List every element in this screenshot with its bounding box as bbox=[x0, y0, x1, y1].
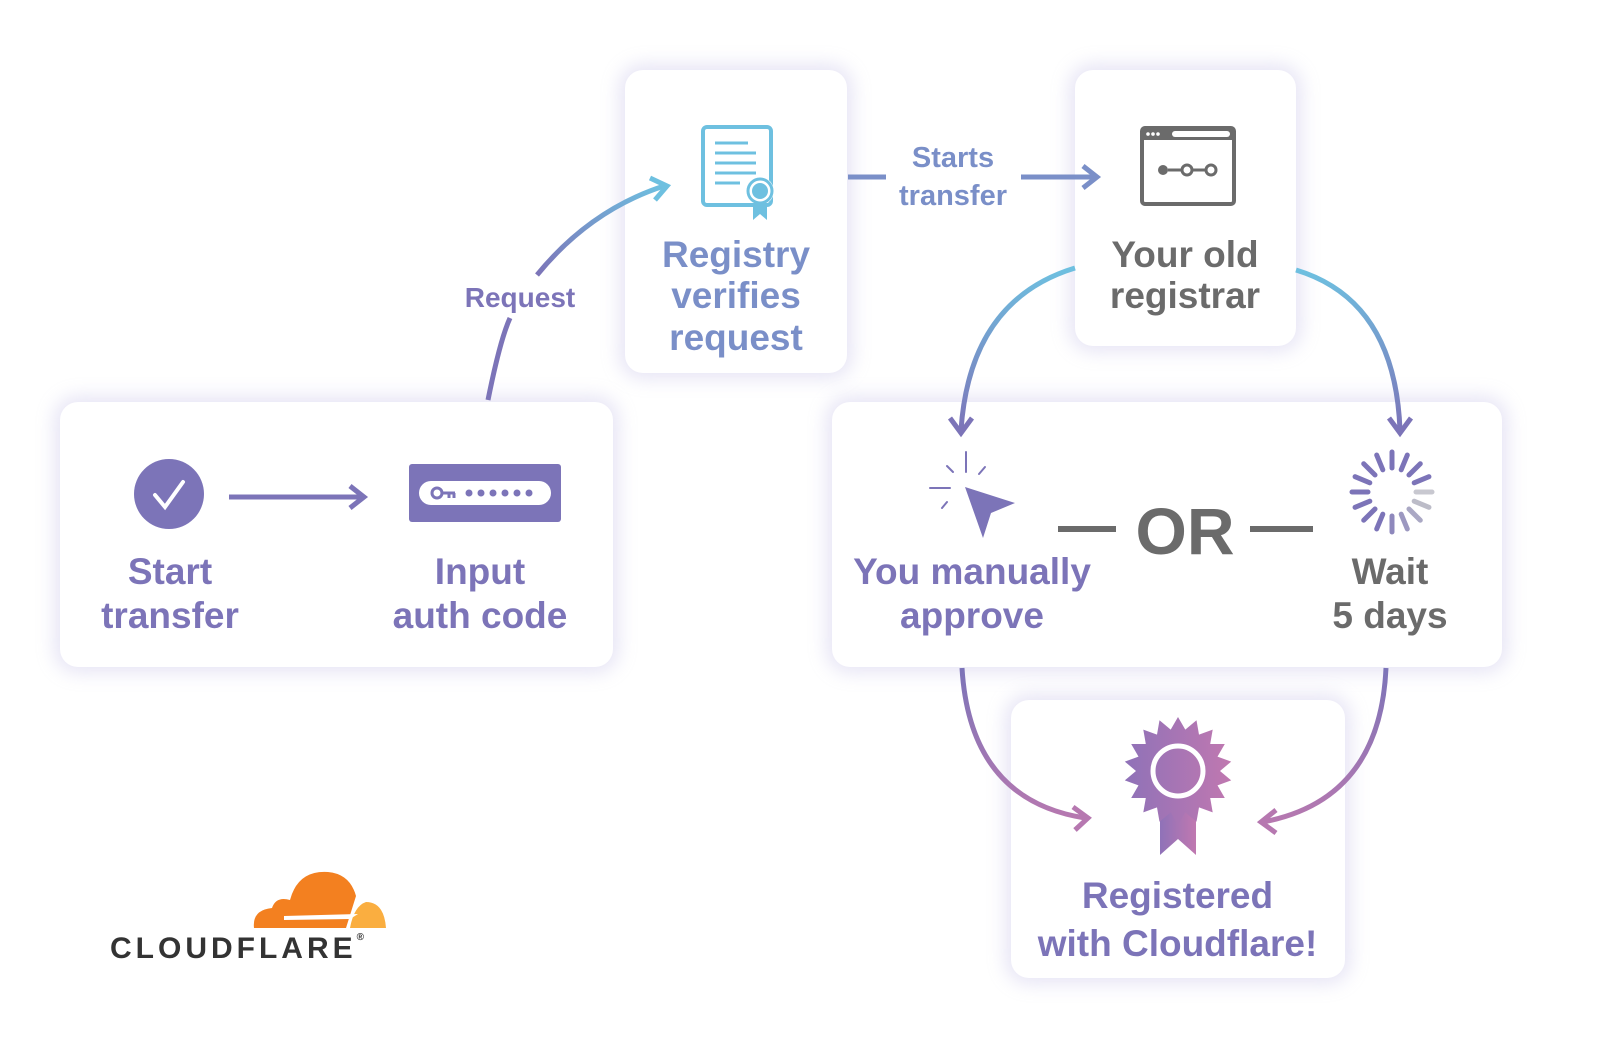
spinner-tick bbox=[1374, 452, 1386, 473]
approval-card bbox=[832, 402, 1502, 667]
check-circle-icon bbox=[134, 459, 204, 529]
cursor-click-icon bbox=[929, 451, 1015, 538]
request-arrow bbox=[485, 316, 513, 401]
auth-code-input-icon bbox=[409, 464, 561, 522]
starts-transfer-label: Starts transfer bbox=[899, 142, 1007, 212]
certificate-icon bbox=[701, 125, 774, 220]
spinner-tick bbox=[1352, 498, 1373, 510]
start-transfer-label: Start transfer bbox=[101, 551, 239, 637]
spinner-tick bbox=[1406, 461, 1423, 478]
browser-window-icon bbox=[1140, 126, 1236, 206]
old-registrar-card bbox=[1075, 70, 1296, 346]
registry-label: Registry verifies request bbox=[661, 234, 811, 358]
spinner-tick bbox=[1398, 452, 1410, 473]
or-label: OR bbox=[1135, 494, 1235, 568]
spinner-tick bbox=[1411, 474, 1432, 486]
spinner-tick bbox=[1398, 511, 1410, 532]
spinner-tick bbox=[1411, 498, 1432, 510]
registered-label: Registered with Cloudflare! bbox=[1037, 875, 1318, 965]
request-label: Request bbox=[455, 281, 585, 315]
loading-spinner-icon bbox=[1349, 449, 1435, 535]
manual-approve-label: You manually approve bbox=[853, 551, 1091, 637]
input-auth-code-label: Input auth code bbox=[392, 551, 568, 637]
cloudflare-wordmark: CLOUDFLARE® bbox=[110, 932, 365, 965]
award-badge-icon bbox=[1124, 717, 1232, 855]
spinner-tick bbox=[1374, 511, 1386, 532]
spinner-tick bbox=[1406, 506, 1423, 523]
spinner-tick bbox=[1361, 461, 1378, 478]
spinner-tick bbox=[1352, 474, 1373, 486]
spinner-tick bbox=[1361, 506, 1378, 523]
key-icon bbox=[430, 486, 456, 500]
cloudflare-cloud-icon bbox=[253, 871, 386, 928]
old-registrar-label: Your old registrar bbox=[1109, 234, 1261, 317]
start-card bbox=[60, 402, 613, 667]
wait-label: Wait 5 days bbox=[1332, 551, 1448, 637]
